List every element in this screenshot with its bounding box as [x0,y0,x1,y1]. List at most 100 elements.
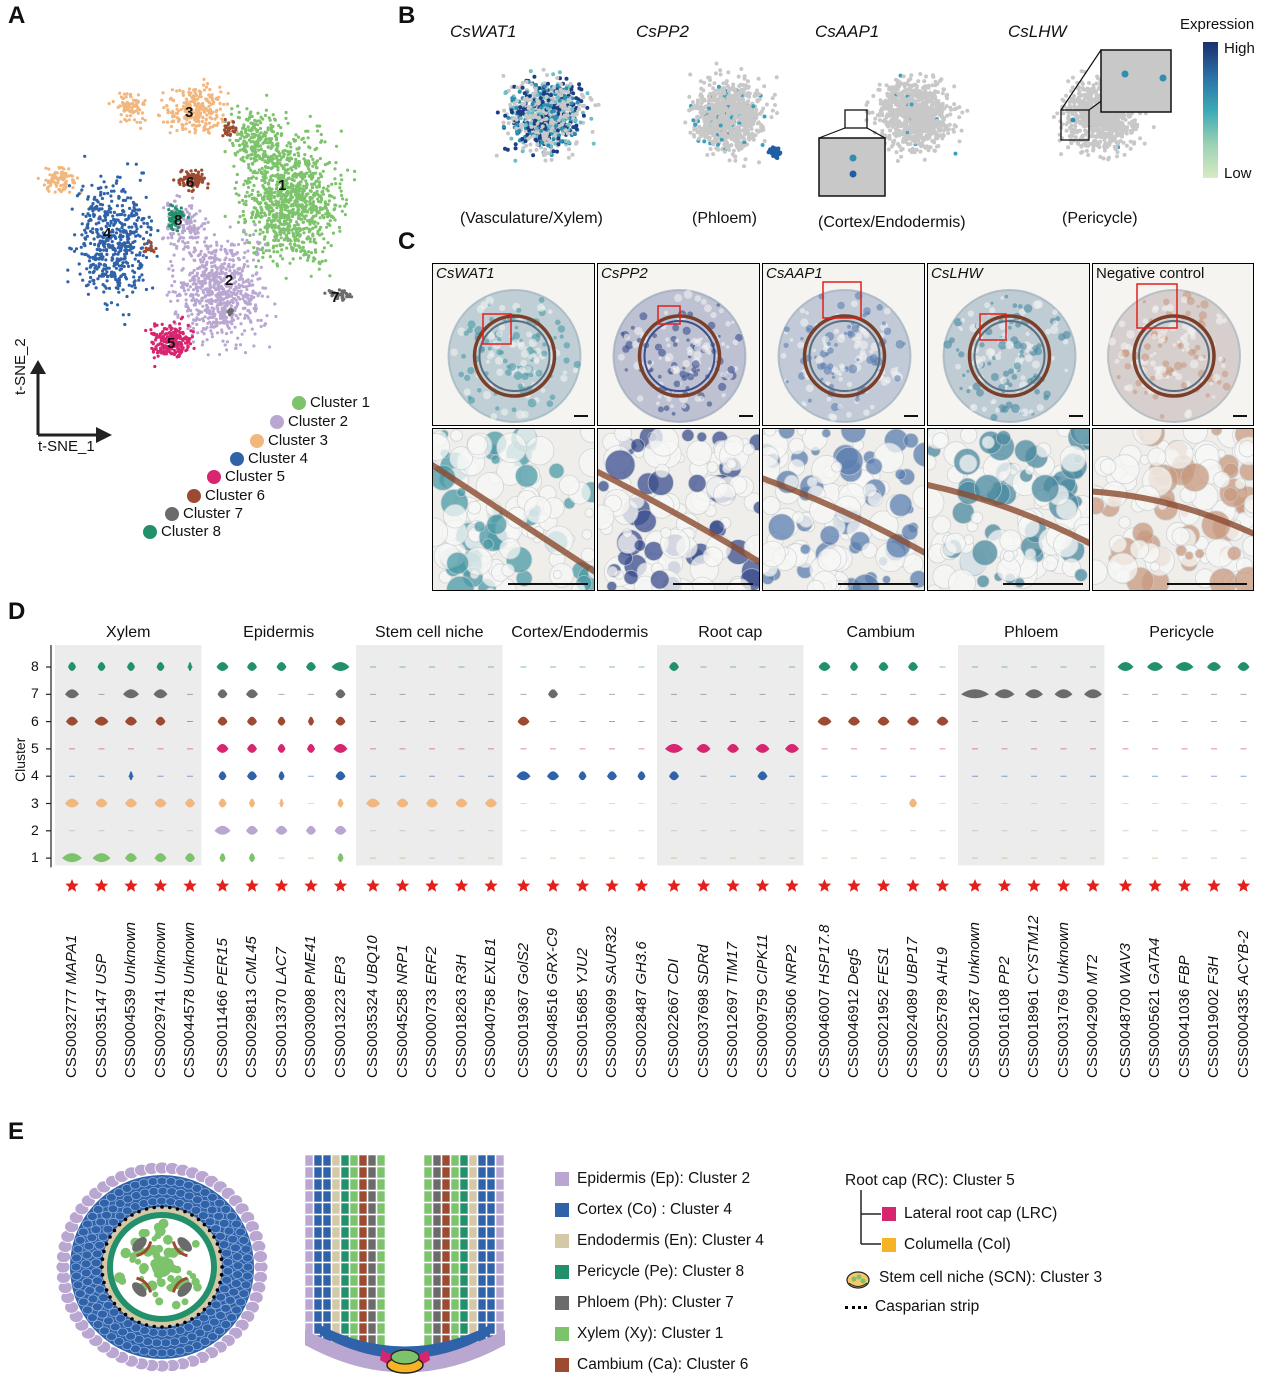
caption-vasculature: (Vasculature/Xylem) [460,210,603,227]
panel-label-c: C [398,228,416,255]
violin-shape [366,798,380,808]
gene-label-CSS0003506: CSS0003506 NRP2 [783,945,800,1078]
gene-id: CSS0028487 [632,988,650,1078]
in-situ-label: CsPP2 [601,265,648,282]
red-star-icon [183,879,197,892]
tsne-y-axis-label: t-SNE_2 [12,338,29,395]
red-star-icon [1118,879,1133,892]
gene-name: FES1 [874,947,892,985]
violin-shape [154,798,167,808]
violin-shape [516,771,531,781]
gene-id: CSS0048516 [544,988,561,1078]
gene-label-CSS0044578: CSS0044578 Unknown [181,922,198,1078]
gene-id: CSS0041036 [1175,988,1193,1078]
y-tick-6: 6 [31,712,39,729]
panel-label-a: A [8,2,26,29]
gene-label-CSS0005621: CSS0005621 GATA4 [1146,938,1163,1078]
celltype-swatch [555,1358,569,1372]
gene-label-CSS0009759: CSS0009759 CIPK11 [754,934,771,1078]
red-star-icon [605,879,619,892]
gene-label-CSS0028487: CSS0028487 GH3.6 [633,941,650,1078]
violin-shape [547,771,559,781]
gene-label-CSS0018263: CSS0018263 R3H [453,955,470,1078]
violin-shape [278,771,285,781]
caption-phloem: (Phloem) [692,210,757,227]
root-longitudinal-diagram [304,1154,505,1374]
gene-id: CSS0001267 [966,988,983,1078]
panel-label-d: D [8,598,26,625]
violin-shape [218,771,227,781]
gene-label-CSS0015685: CSS0015685 YJU2 [574,948,591,1078]
in-situ-overview-3: CsAAP1 [762,263,925,426]
cluster-number-7: 7 [331,289,340,306]
gene-name: CDI [665,958,682,985]
in-situ-overview-5: Negative control [1092,263,1254,426]
violin-shape [1237,662,1250,671]
gene-name: NRP2 [783,944,800,985]
cluster-number-1: 1 [278,177,287,194]
violin-shape [65,689,79,699]
gene-label-CSS0029813: CSS0029813 CML45 [243,936,260,1078]
violin-shape [306,662,316,671]
group-title-3: Cortex/Endodermis [511,624,649,641]
legend-celltype-5: Phloem (Ph): Cluster 7 [555,1294,734,1312]
gene-name: GRX-C9 [544,927,561,985]
legend-dot-icon [292,395,306,410]
gene-id: CSS0013370 [272,988,290,1078]
violin-shape [607,771,617,781]
violin-shape [1084,689,1102,699]
gene-label-CSS0042900: CSS0042900 MT2 [1084,955,1101,1078]
red-star-icon [847,879,861,892]
gene-label-CSS0029741: CSS0029741 Unknown [152,922,169,1078]
gene-label-CSS0019002: CSS0019002 F3H [1205,956,1222,1078]
red-star-icon [395,879,410,892]
gene-label-CSS0035147: CSS0035147 USP [93,954,110,1078]
violin-shape [216,743,229,753]
y-tick-3: 3 [31,794,39,811]
y-tick-8: 8 [31,658,39,674]
celltype-swatch [555,1203,569,1217]
violin-shape [97,662,106,671]
red-star-icon [153,879,168,892]
violin-shape [335,716,346,726]
root-cap-label: Root cap (RC): Cluster 5 [845,1172,1015,1189]
gene-label-CSS0013223: CSS0013223 EP3 [332,956,349,1078]
red-star-icon [1027,879,1041,892]
celltype-label: Xylem (Xy): Cluster 1 [577,1325,724,1342]
gene-label-CSS0031769: CSS0031769 Unknown [1055,922,1072,1078]
violin-shape [994,689,1015,699]
y-tick-5: 5 [31,739,39,756]
legend-celltype-3: Endodermis (En): Cluster 4 [555,1232,764,1250]
red-star-icon [454,879,469,892]
violin-shape [127,662,135,671]
red-star-icon [1177,879,1192,892]
celltype-label: Endodermis (En): Cluster 4 [577,1232,764,1249]
gene-id: CSS0046912 [845,988,862,1078]
violin-shape [214,825,231,835]
violin-shape [247,662,257,671]
violin-shape [1207,662,1221,671]
violin-shape [578,771,587,781]
gene-id: CSS0025789 [933,988,951,1078]
gene-id: CSS0018961 [1025,988,1042,1078]
group-title-7: Pericycle [1149,624,1215,641]
legend-label: Cluster 3 [268,432,329,449]
violin-shape [94,716,109,726]
gene-name: ACYB-2 [1234,930,1252,985]
violin-shape [637,771,646,781]
gene-id: CSS0040758 [482,988,499,1078]
gene-id: CSS0029813 [243,988,260,1078]
gene-name: Unknown [1054,922,1072,985]
violin-shape [485,798,497,808]
gene-name: PER15 [213,938,231,986]
gene-label-CSS0018961: CSS0018961 CYSTM12 [1025,915,1042,1078]
gene-name: TIM17 [724,942,741,985]
in-situ-overview-4: CsLHW [927,263,1090,426]
violin-shape [129,771,133,781]
red-star-icon [546,879,560,892]
gene-name: GH3.6 [632,941,650,985]
violin-shape [218,798,227,808]
violin-shape [217,689,228,699]
in-situ-zoom-1 [432,428,595,591]
in-situ-zoom-3 [762,428,925,591]
